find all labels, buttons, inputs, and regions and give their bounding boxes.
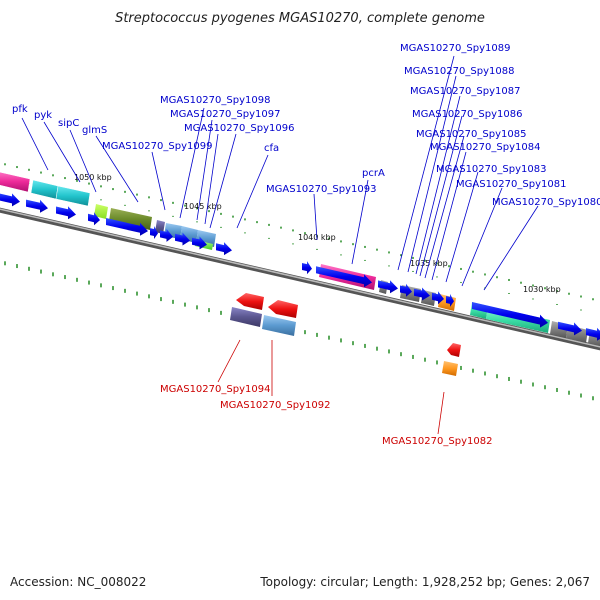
cds-arrow (88, 212, 100, 226)
label-spy1085: MGAS10270_Spy1085 (416, 129, 526, 140)
ruler-label-1030: 1030 kbp (523, 285, 561, 294)
label-spy1080: MGAS10270_Spy1080 (492, 197, 600, 208)
label-pcrA: pcrA (362, 168, 385, 179)
label-spy1084: MGAS10270_Spy1084 (430, 142, 540, 153)
label-spy1083: MGAS10270_Spy1083 (436, 164, 546, 175)
cds-arrow (160, 228, 173, 242)
label-spy1099: MGAS10270_Spy1099 (102, 141, 212, 152)
cds-arrow (192, 236, 207, 250)
cds-arrow (316, 266, 372, 288)
cds-arrow (106, 218, 148, 236)
forward-leader-lines (21, 55, 539, 291)
label-spy1097: MGAS10270_Spy1097 (170, 109, 280, 120)
cds-arrow (378, 280, 398, 294)
accession-text: Accession: NC_008022 (10, 575, 146, 589)
genome-stats-text: Topology: circular; Length: 1,928,252 bp… (259, 575, 590, 589)
label-spy1087: MGAS10270_Spy1087 (410, 86, 520, 97)
cds-arrow (586, 327, 600, 341)
label-spy1092: MGAS10270_Spy1092 (220, 400, 330, 411)
reverse-feature-track (230, 307, 458, 376)
label-glmS: glmS (82, 125, 107, 136)
label-spy1088: MGAS10270_Spy1088 (404, 66, 514, 77)
label-spy1086: MGAS10270_Spy1086 (412, 109, 522, 120)
cds-arrow (26, 199, 48, 213)
label-spy1096: MGAS10270_Spy1096 (184, 123, 294, 134)
forward-cds-arrows (0, 193, 600, 341)
cds-arrow (302, 261, 312, 275)
reverse-cds-arrows (236, 293, 461, 357)
cds-arrow (216, 242, 232, 256)
label-spy1094: MGAS10270_Spy1094 (160, 384, 270, 395)
cds-arrow (175, 232, 190, 246)
label-sipC: sipC (58, 118, 79, 129)
map-title: Streptococcus pyogenes MGAS10270, comple… (115, 11, 485, 26)
label-pfk: pfk (12, 104, 28, 115)
label-spy1098: MGAS10270_Spy1098 (160, 95, 270, 106)
cds-arrow (56, 206, 76, 220)
label-spy1081: MGAS10270_Spy1081 (456, 179, 566, 190)
label-spy1082: MGAS10270_Spy1082 (382, 436, 492, 447)
cds-arrow (414, 287, 430, 301)
label-spy1093: MGAS10270_Spy1093 (266, 184, 376, 195)
ruler-label-1050: 1050 kbp (74, 173, 112, 182)
cds-arrow (446, 293, 454, 307)
label-spy1089: MGAS10270_Spy1089 (400, 43, 510, 54)
cds-arrow (558, 321, 582, 336)
reverse-leader-lines (217, 339, 445, 435)
label-cfa: cfa (264, 143, 279, 154)
cds-arrow (400, 283, 412, 297)
cds-arrow (472, 302, 548, 328)
label-pyk: pyk (34, 110, 52, 121)
cds-arrow (0, 193, 20, 207)
cds-arrow (150, 226, 158, 239)
genome-backbone (0, 207, 600, 351)
cds-arrow (432, 291, 444, 305)
ruler-label-1045: 1045 kbp (184, 202, 222, 211)
